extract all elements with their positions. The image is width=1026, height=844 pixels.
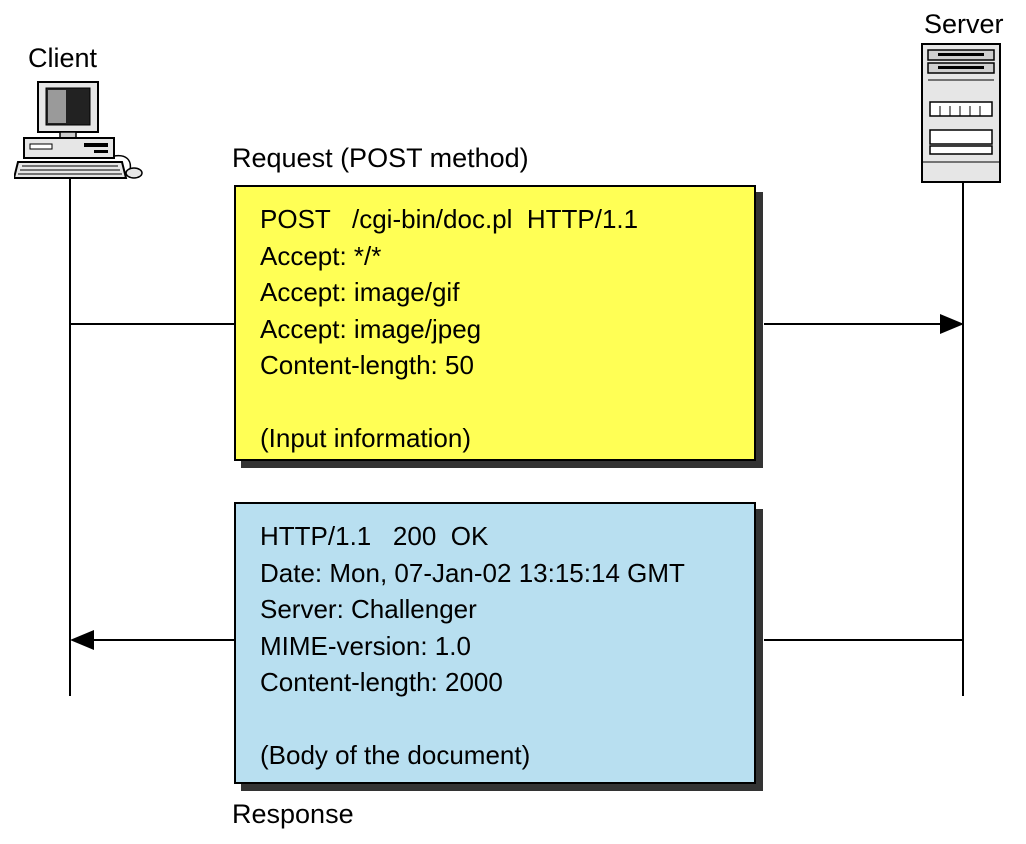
computer-icon — [14, 81, 143, 179]
client-label: Client — [28, 43, 98, 73]
request-line: Accept: */* — [260, 240, 382, 271]
request-arrowhead-icon — [940, 314, 964, 334]
request-line: Accept: image/gif — [260, 277, 460, 307]
client-lifeline — [69, 178, 71, 696]
response-line: MIME-version: 1.0 — [260, 630, 471, 661]
request-arrow-line-right — [764, 323, 944, 325]
request-caption: Request (POST method) — [232, 143, 529, 173]
response-line: Content-length: 2000 — [260, 667, 503, 697]
response-line: Date: Mon, 07-Jan-02 13:15:14 GMT — [260, 557, 685, 588]
response-arrowhead-icon — [70, 630, 94, 650]
request-line: Accept: image/jpeg — [260, 313, 482, 344]
request-line — [260, 384, 730, 421]
response-line — [260, 701, 730, 738]
server-lifeline — [962, 182, 964, 696]
request-line: Content-length: 50 — [260, 350, 474, 380]
response-message-box: HTTP/1.1 200 OK Date: Mon, 07-Jan-02 13:… — [234, 502, 756, 784]
request-line: (Input information) — [260, 423, 471, 453]
response-line: (Body of the document) — [260, 740, 531, 770]
response-line: HTTP/1.1 200 OK — [260, 521, 489, 551]
request-message-box: POST /cgi-bin/doc.pl HTTP/1.1 Accept: */… — [234, 185, 756, 461]
response-arrow-line-right — [764, 639, 962, 641]
server-label: Server — [924, 9, 1004, 39]
response-caption: Response — [232, 799, 354, 829]
request-line: POST /cgi-bin/doc.pl HTTP/1.1 — [260, 204, 639, 234]
server-icon — [921, 43, 1001, 183]
response-arrow-line-left — [90, 639, 235, 641]
request-arrow-line-left — [70, 323, 235, 325]
response-line: Server: Challenger — [260, 594, 477, 624]
